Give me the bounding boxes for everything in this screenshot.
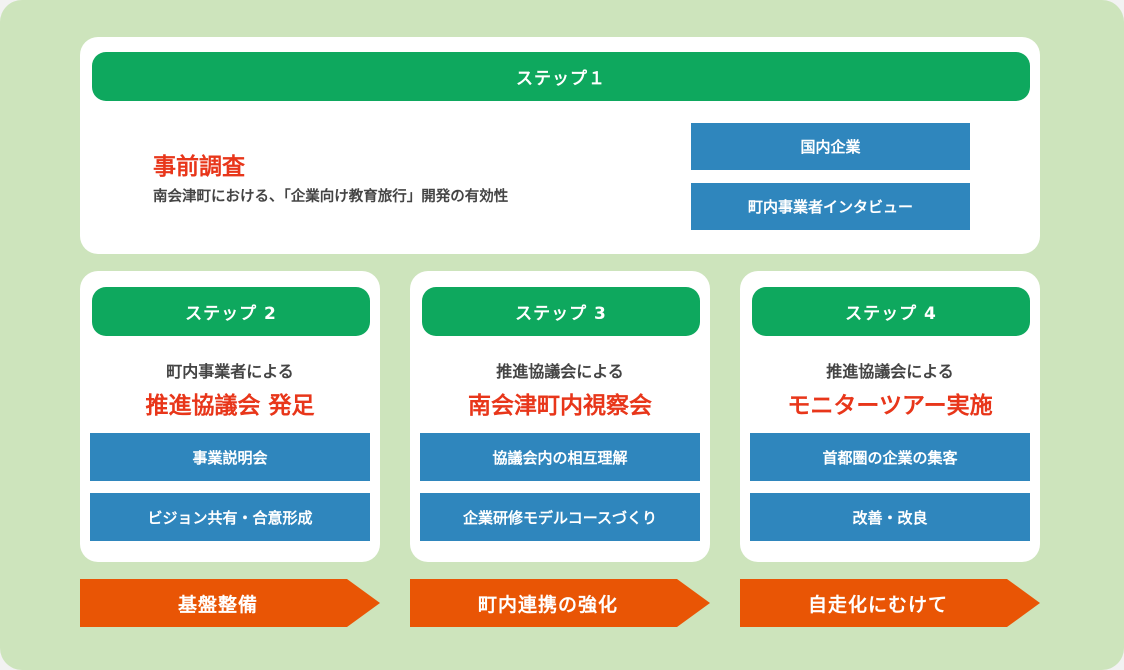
step1-card: ステップ１ 事前調査 南会津町における、「企業向け教育旅行」開発の有効性 国内企… [80, 37, 1040, 254]
step4-title: モニターツアー実施 [787, 393, 993, 419]
step2-header: ステップ 2 [92, 287, 370, 336]
step2-subtitle: 町内事業者による [166, 362, 294, 381]
step2-action-briefing: 事業説明会 [90, 433, 370, 481]
step3-header: ステップ 3 [422, 287, 700, 336]
step1-action-domestic-companies: 国内企業 [691, 123, 970, 170]
step4-action-improvement: 改善・改良 [750, 493, 1030, 541]
phase-arrow-foundation: 基盤整備 [80, 579, 380, 627]
step3-card: ステップ 3 推進協議会による 南会津町内視察会 協議会内の相互理解 企業研修モ… [410, 271, 710, 562]
step1-title: 事前調査 [153, 154, 245, 180]
phase-arrow-self-sustaining: 自走化にむけて [740, 579, 1040, 627]
step4-action-attract-companies: 首都圏の企業の集客 [750, 433, 1030, 481]
step4-subtitle: 推進協議会による [826, 362, 954, 381]
step2-title: 推進協議会 発足 [145, 393, 315, 419]
step2-action-vision-sharing: ビジョン共有・合意形成 [90, 493, 370, 541]
phase-arrow-local-collaboration: 町内連携の強化 [410, 579, 710, 627]
step3-action-mutual-understanding: 協議会内の相互理解 [420, 433, 700, 481]
step1-description: 南会津町における、「企業向け教育旅行」開発の有効性 [153, 189, 509, 205]
step1-action-interviews: 町内事業者インタビュー [691, 183, 970, 230]
step3-title: 南会津町内視察会 [468, 393, 652, 419]
step2-card: ステップ 2 町内事業者による 推進協議会 発足 事業説明会 ビジョン共有・合意… [80, 271, 380, 562]
step1-header: ステップ１ [92, 52, 1030, 101]
step3-subtitle: 推進協議会による [496, 362, 624, 381]
step4-header: ステップ 4 [752, 287, 1030, 336]
step4-card: ステップ 4 推進協議会による モニターツアー実施 首都圏の企業の集客 改善・改… [740, 271, 1040, 562]
step3-action-model-course: 企業研修モデルコースづくり [420, 493, 700, 541]
